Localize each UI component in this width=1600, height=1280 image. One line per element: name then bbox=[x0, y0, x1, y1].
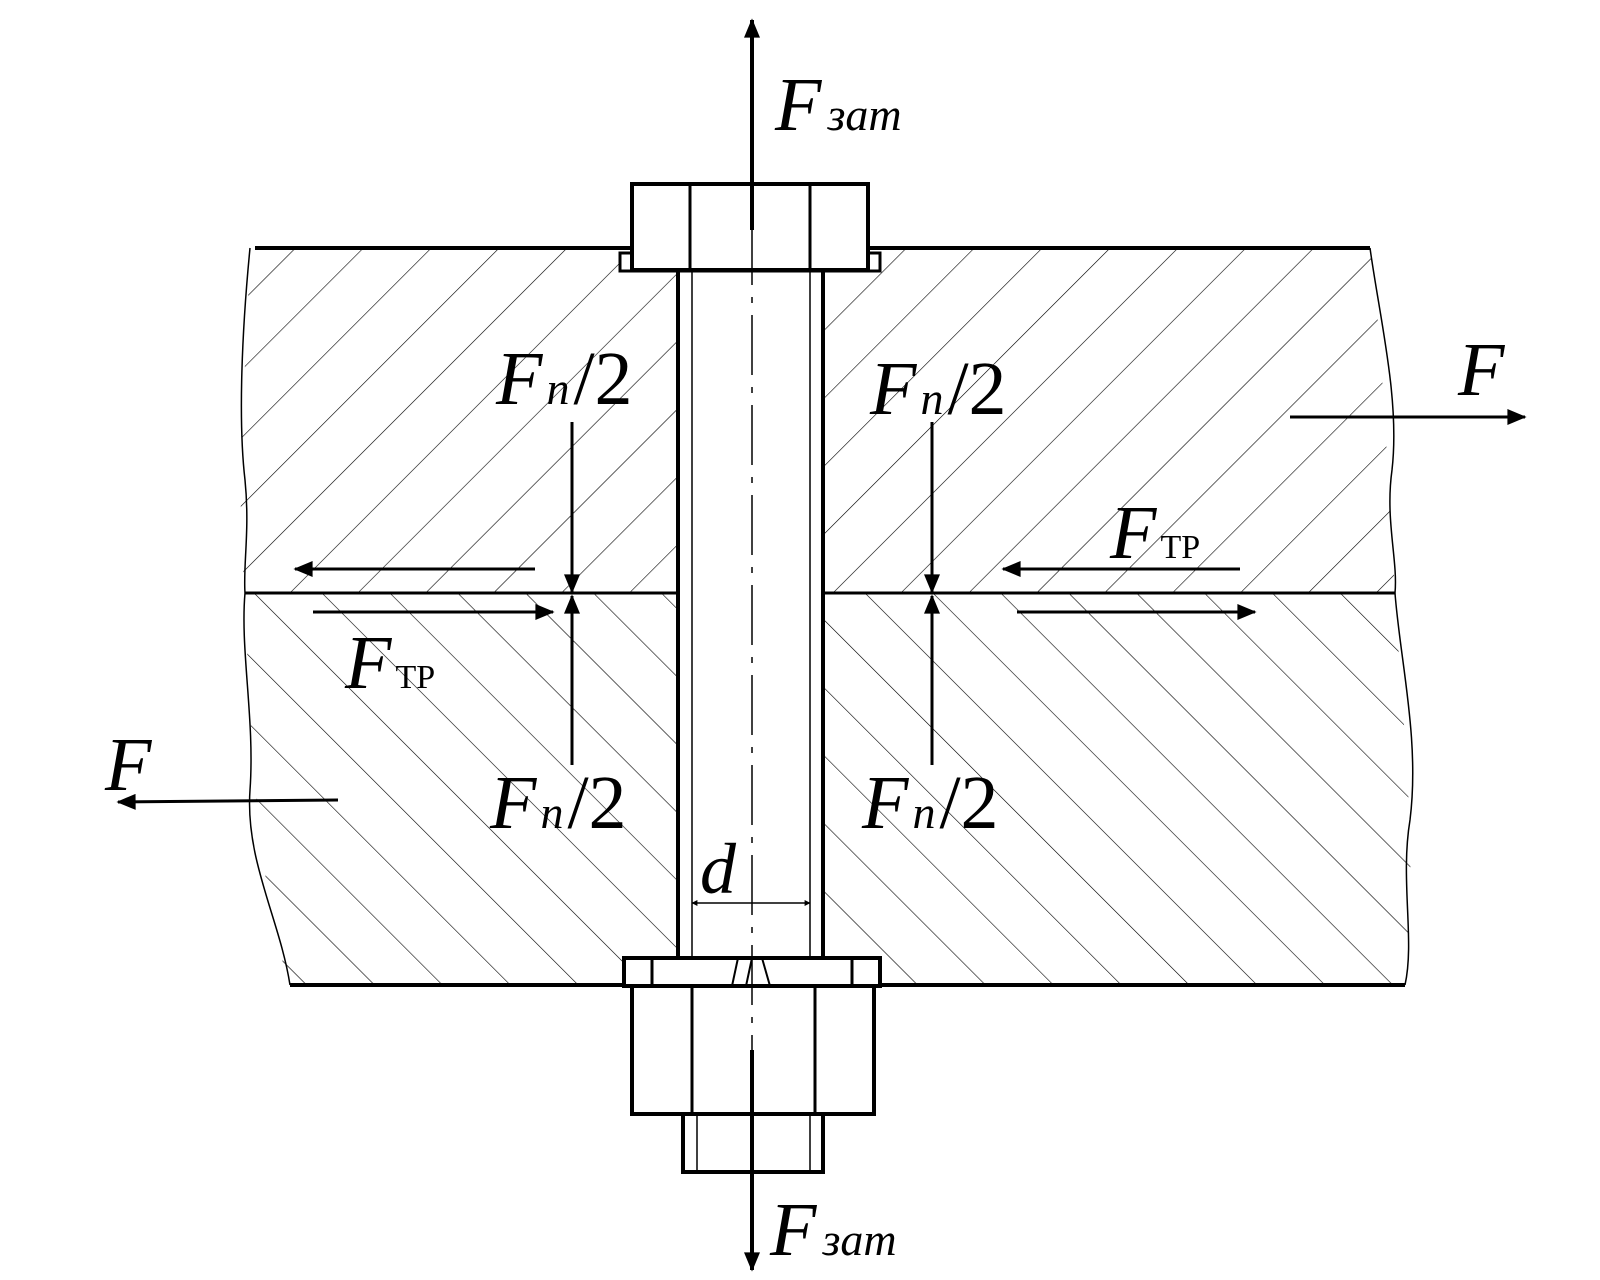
normal-force-right: Fn/2 Fn/2 bbox=[861, 347, 1007, 845]
fn-bottom-right-sub: n bbox=[912, 787, 935, 838]
fn-top-left-tail: /2 bbox=[573, 337, 632, 421]
svg-text:Fn/2: Fn/2 bbox=[489, 761, 627, 845]
svg-text:Fn/2: Fn/2 bbox=[495, 337, 633, 421]
f-right-label: F bbox=[1457, 328, 1506, 412]
fn-top-right-tail: /2 bbox=[947, 347, 1006, 431]
normal-force-left: Fn/2 Fn/2 bbox=[489, 337, 633, 845]
diameter-label: d bbox=[700, 829, 737, 909]
svg-text:FТР: FТР bbox=[1109, 491, 1200, 575]
ftr-left-sub: ТР bbox=[395, 659, 435, 696]
svg-text:Fn/2: Fn/2 bbox=[869, 347, 1007, 431]
fn-top-right-sub: n bbox=[920, 373, 943, 424]
f-zat-bottom-main: F bbox=[769, 1188, 818, 1272]
fn-bottom-right-tail: /2 bbox=[939, 761, 998, 845]
fn-bottom-left-sub: n bbox=[540, 787, 563, 838]
svg-text:Fn/2: Fn/2 bbox=[861, 761, 999, 845]
f-left-label: F bbox=[104, 723, 153, 807]
fn-top-left-sub: n bbox=[546, 363, 569, 414]
ftr-right-main: F bbox=[1109, 491, 1158, 575]
f-zat-bottom-sub: зат bbox=[821, 1214, 896, 1265]
fn-bottom-right-main: F bbox=[861, 761, 910, 845]
f-zat-top-main: F bbox=[774, 63, 823, 147]
svg-text:FТР: FТР bbox=[344, 621, 435, 705]
ftr-right-sub: ТР bbox=[1160, 529, 1200, 566]
fn-top-left-main: F bbox=[495, 337, 544, 421]
external-force-left: F bbox=[104, 723, 339, 810]
external-force-right: F bbox=[1290, 328, 1527, 425]
diameter-dimension: d bbox=[691, 829, 811, 909]
fn-bottom-left-tail: /2 bbox=[567, 761, 626, 845]
ftr-left-main: F bbox=[344, 621, 393, 705]
f-zat-top-sub: зат bbox=[826, 89, 901, 140]
fn-bottom-left-main: F bbox=[489, 761, 538, 845]
lower-plate bbox=[243, 591, 1414, 987]
fn-top-right-main: F bbox=[869, 347, 918, 431]
